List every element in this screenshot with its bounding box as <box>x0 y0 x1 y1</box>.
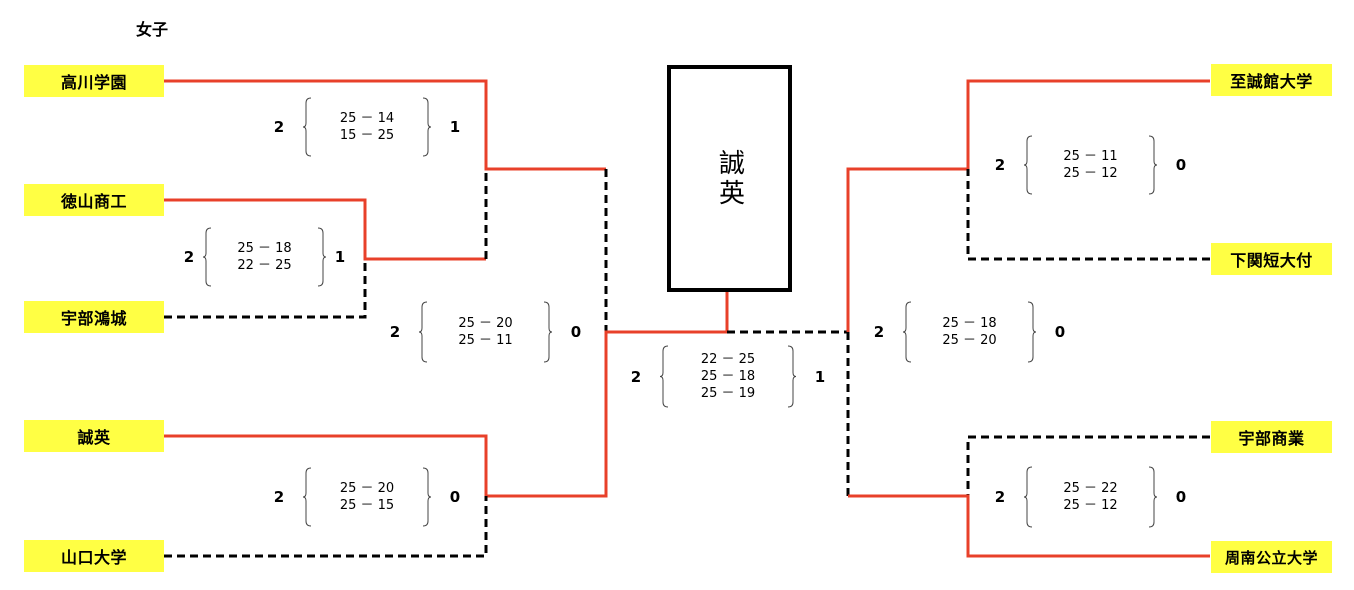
right-brace-icon <box>317 227 327 287</box>
set-score-1: 22 － 25 <box>700 352 756 367</box>
team-right-2[interactable]: 宇部商業 <box>1211 421 1332 453</box>
set-score-2: 25 － 20 <box>942 333 997 348</box>
set-score-2: 25 － 18 <box>700 369 756 384</box>
champion-name: 誠英 <box>714 148 745 209</box>
right-brace-icon <box>422 97 432 157</box>
set-score-2: 15 － 25 <box>339 128 395 143</box>
away-sets-won: 0 <box>1175 156 1187 174</box>
away-sets-won: 0 <box>570 323 582 341</box>
score-r_semi: 2 25 － 18 25 － 20 0 <box>872 301 1067 363</box>
set-scores: 25 － 11 25 － 12 <box>1063 148 1117 182</box>
team-left-1[interactable]: 徳山商工 <box>24 184 164 216</box>
line-shunan <box>848 494 1210 558</box>
line-takagawa <box>164 79 606 171</box>
set-score-2: 25 － 12 <box>1063 498 1118 513</box>
team-left-0[interactable]: 高川学園 <box>24 65 164 97</box>
team-left-3[interactable]: 誠英 <box>24 420 164 452</box>
champion-box: 誠英 <box>667 65 792 292</box>
team-left-4[interactable]: 山口大学 <box>24 540 164 572</box>
line-shiseikan <box>846 79 1210 332</box>
set-score-2: 25 － 12 <box>1063 166 1118 181</box>
right-brace-icon <box>422 467 432 527</box>
team-right-3[interactable]: 周南公立大学 <box>1211 541 1332 573</box>
home-sets-won: 2 <box>630 367 642 386</box>
set-score-2: 25 － 11 <box>458 333 513 348</box>
right-brace-icon <box>1148 466 1158 528</box>
home-sets-won: 2 <box>183 248 195 266</box>
set-scores: 25 － 18 22 － 25 <box>237 240 291 274</box>
score-r_q1: 2 25 － 11 25 － 12 0 <box>993 135 1188 195</box>
set-score-2: 22 － 25 <box>237 258 292 273</box>
right-brace-icon <box>1027 301 1037 363</box>
home-sets-won: 2 <box>994 156 1006 174</box>
right-brace-icon <box>543 301 553 363</box>
score-final: 2 22 － 25 25 － 18 25 － 19 1 <box>629 345 827 408</box>
set-score-1: 25 － 20 <box>339 481 395 496</box>
home-sets-won: 2 <box>273 118 285 136</box>
right-brace-icon <box>1148 135 1158 195</box>
left-brace-icon <box>202 227 212 287</box>
set-scores: 25 － 18 25 － 20 <box>942 315 996 349</box>
left-brace-icon <box>902 301 912 363</box>
line-shimonoseki <box>966 169 1210 261</box>
line-yamaguchi <box>164 496 488 558</box>
line-ubeshogyo <box>966 435 1210 496</box>
set-score-1: 25 － 18 <box>942 316 997 331</box>
set-score-1: 25 － 14 <box>339 111 395 126</box>
set-score-1: 25 － 20 <box>458 316 513 331</box>
team-right-0[interactable]: 至誠館大学 <box>1211 64 1332 96</box>
left-brace-icon <box>302 467 312 527</box>
team-right-1[interactable]: 下関短大付 <box>1211 243 1332 275</box>
away-sets-won: 0 <box>449 488 461 506</box>
left-brace-icon <box>1023 135 1033 195</box>
set-scores: 25 － 20 25 － 15 <box>340 480 394 514</box>
left-brace-icon <box>302 97 312 157</box>
right-brace-icon <box>787 345 797 408</box>
left-brace-icon <box>659 345 669 408</box>
score-l_semi: 2 25 － 20 25 － 11 0 <box>388 301 583 363</box>
set-score-3: 25 － 19 <box>700 386 756 401</box>
away-sets-won: 1 <box>334 248 346 266</box>
score-l_r2a: 2 25 － 14 15 － 25 1 <box>272 97 462 157</box>
away-sets-won: 1 <box>814 367 826 386</box>
away-sets-won: 0 <box>1175 488 1187 506</box>
set-scores: 22 － 25 25 － 18 25 － 19 <box>701 351 755 402</box>
set-score-2: 25 － 15 <box>339 498 395 513</box>
score-r_q2: 2 25 － 22 25 － 12 0 <box>993 466 1188 528</box>
line-tokuyama <box>164 198 486 261</box>
set-scores: 25 － 20 25 － 11 <box>458 315 512 349</box>
set-score-1: 25 － 22 <box>1063 481 1118 496</box>
away-sets-won: 0 <box>1054 323 1066 341</box>
left-brace-icon <box>418 301 428 363</box>
score-l_r1: 2 25 － 18 22 － 25 1 <box>182 227 347 287</box>
home-sets-won: 2 <box>273 488 285 506</box>
set-scores: 25 － 22 25 － 12 <box>1063 480 1117 514</box>
away-sets-won: 1 <box>449 118 461 136</box>
home-sets-won: 2 <box>994 488 1006 506</box>
score-l_r2b: 2 25 － 20 25 － 15 0 <box>272 467 462 527</box>
home-sets-won: 2 <box>873 323 885 341</box>
line-ubekojo <box>164 259 367 319</box>
page-title: 女子 <box>136 20 169 39</box>
set-score-1: 25 － 18 <box>237 241 292 256</box>
left-brace-icon <box>1023 466 1033 528</box>
set-scores: 25 － 14 15 － 25 <box>340 110 394 144</box>
team-left-2[interactable]: 宇部鴻城 <box>24 301 164 333</box>
set-score-1: 25 － 11 <box>1063 149 1118 164</box>
home-sets-won: 2 <box>389 323 401 341</box>
